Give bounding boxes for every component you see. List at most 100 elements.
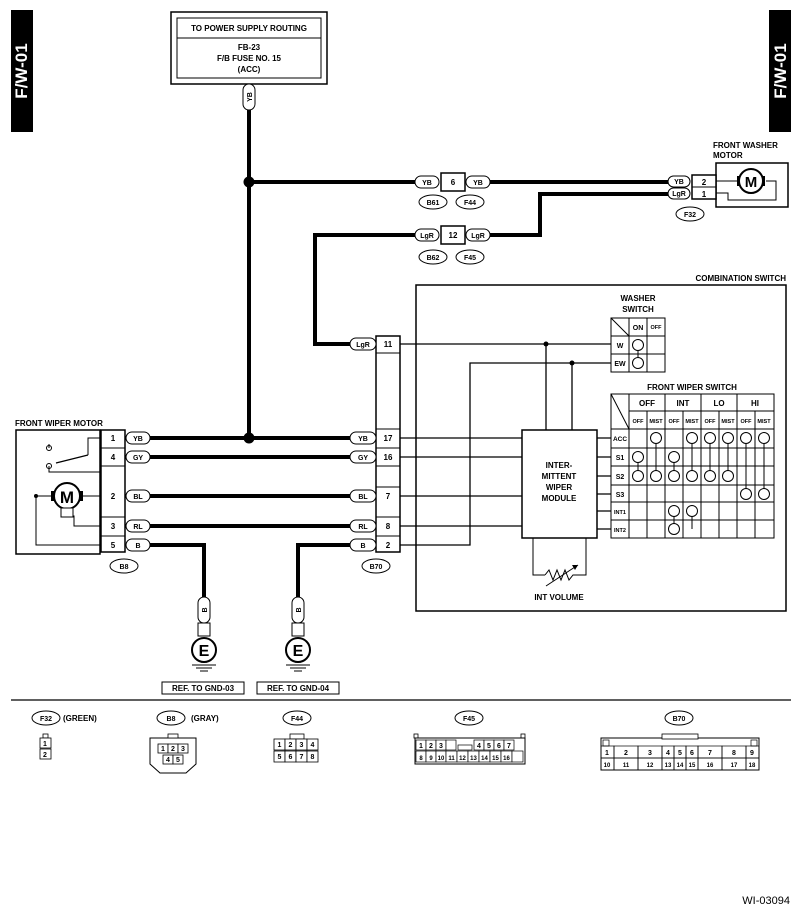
figure-id: WI-03094 [742,895,790,907]
gnd03-wire: B [202,607,209,612]
f32-id: F32 [40,716,52,723]
b8-note: (GRAY) [191,714,219,723]
f44-pin: 1 [278,742,282,749]
section-tab-right: F/W-01 [769,10,791,132]
wiper-wire-rl: RL [133,524,143,531]
f45-pin: 2 [429,743,433,750]
f44-id: F44 [291,716,303,723]
b8-id: B8 [167,716,176,723]
section-tag-left: F/W-01 [12,43,31,98]
b70-pin: 5 [678,750,682,757]
f45-id: F45 [463,716,475,723]
module-line2: MITTENT [542,472,577,481]
f45-pin: 7 [507,743,511,750]
subcol-6: MIST [721,419,735,425]
ground-gnd-04: B E REF. TO GND-04 [256,596,340,695]
section-tag-right: F/W-01 [771,43,790,98]
b70-pin: 15 [689,763,696,769]
power-supply-box: TO POWER SUPPLY ROUTING FB-23 F/B FUSE N… [170,11,328,85]
b70-pin-17: 17 [384,434,393,443]
ground-gnd-03: B E REF. TO GND-03 [161,596,245,695]
f44-pin: 2 [289,742,293,749]
b70-wire-bl: BL [358,494,368,501]
f44-pin: 7 [300,754,304,761]
gnd04-ref: REF. TO GND-04 [267,684,330,693]
b70-pin: 2 [624,750,628,757]
wiper-wire-b: B [135,543,140,550]
wiper-pin-4: 4 [111,453,116,462]
b70-pin: 6 [690,750,694,757]
b70-pin: 14 [677,763,684,769]
row-s3: S3 [616,492,625,499]
gnd03-ref: REF. TO GND-03 [172,684,235,693]
b8-pin: 3 [181,746,185,753]
wiper-group-lo: LO [713,399,724,408]
subcol-7: OFF [741,419,753,425]
b70-pin: 8 [732,750,736,757]
washer-row-ew: EW [614,361,626,368]
f45-pin: 6 [497,743,501,750]
b8-pin: 2 [171,746,175,753]
b70-connector: 11 17 16 7 8 2 LgR YB GY BL RL B B70 [349,335,401,574]
b8-pin: 1 [161,746,165,753]
b70-pin-2: 2 [386,541,391,550]
f45-pin: 4 [477,743,481,750]
f45-pin: 13 [470,756,477,762]
row-int1: INT1 [614,510,626,516]
row-s2: S2 [616,474,625,481]
b70-pin-8: 8 [386,522,391,531]
subcol-8: MIST [757,419,771,425]
b70-pin: 11 [623,763,630,769]
washer-motor-title1: FRONT WASHER [713,141,778,150]
joint12-left-conn: B62 [427,255,440,262]
washer-switch-table: WASHER SWITCH ON OFF W EW [610,294,666,373]
b70-pin-7: 7 [386,492,391,501]
gnd04-wire: B [296,607,303,612]
power-line1: FB-23 [238,43,261,52]
b70-pin: 3 [648,750,652,757]
subcol-5: OFF [705,419,717,425]
f45-pin: 9 [429,756,433,762]
f45-pin: 10 [438,756,445,762]
wiper-wire-yb: YB [133,436,143,443]
joint6-left-conn: B61 [427,200,440,207]
wiper-pin-5: 5 [111,541,116,550]
wiper-motor-title: FRONT WIPER MOTOR [15,419,103,428]
b70-pin: 10 [604,763,611,769]
joint12-right-conn: F45 [464,255,476,262]
b8-pin: 5 [176,757,180,764]
power-line2: F/B FUSE NO. 15 [217,54,282,63]
gnd04-symbol: E [293,643,304,660]
wiper-motor-symbol: M [60,488,74,507]
connector-view-f32: F32 (GREEN) 1 2 [31,710,97,760]
connector-view-f44: F44 1 2 3 4 5 6 7 8 [273,710,319,763]
wiper-switch-title: FRONT WIPER SWITCH [647,383,737,392]
b70-wire-rl: RL [358,524,368,531]
module-line1: INTER- [546,461,573,470]
b70-pin: 12 [647,763,654,769]
b70-pin-11: 11 [384,340,393,349]
f45-pin: 12 [459,756,466,762]
washer-col-on: ON [633,325,644,332]
washer-motor-symbol: M [745,174,758,191]
int-volume-label: INT VOLUME [534,593,584,602]
b70-wire-gy: GY [358,455,368,462]
washer-switch-title1: WASHER [620,294,655,303]
joint-connector-12: LgR 12 LgR B62 F45 [414,225,491,265]
b70-pin: 17 [731,763,738,769]
b70-wire-yb: YB [358,436,368,443]
wiper-wire-gy: GY [133,455,143,462]
washer-switch-title2: SWITCH [622,305,654,314]
joint-connector-6: YB 6 YB B61 F44 [414,172,491,210]
b70-connector-label: B70 [370,564,383,571]
wiper-wire-bl: BL [133,494,143,501]
wiper-group-int: INT [677,399,690,408]
power-line3: (ACC) [238,65,261,74]
b8-pin: 4 [166,757,170,764]
f44-pin: 4 [311,742,315,749]
b70-pin: 4 [666,750,670,757]
row-int2: INT2 [614,528,626,534]
f45-pin: 8 [419,756,423,762]
gnd03-symbol: E [199,643,210,660]
washer-pin-1: 1 [702,190,707,199]
